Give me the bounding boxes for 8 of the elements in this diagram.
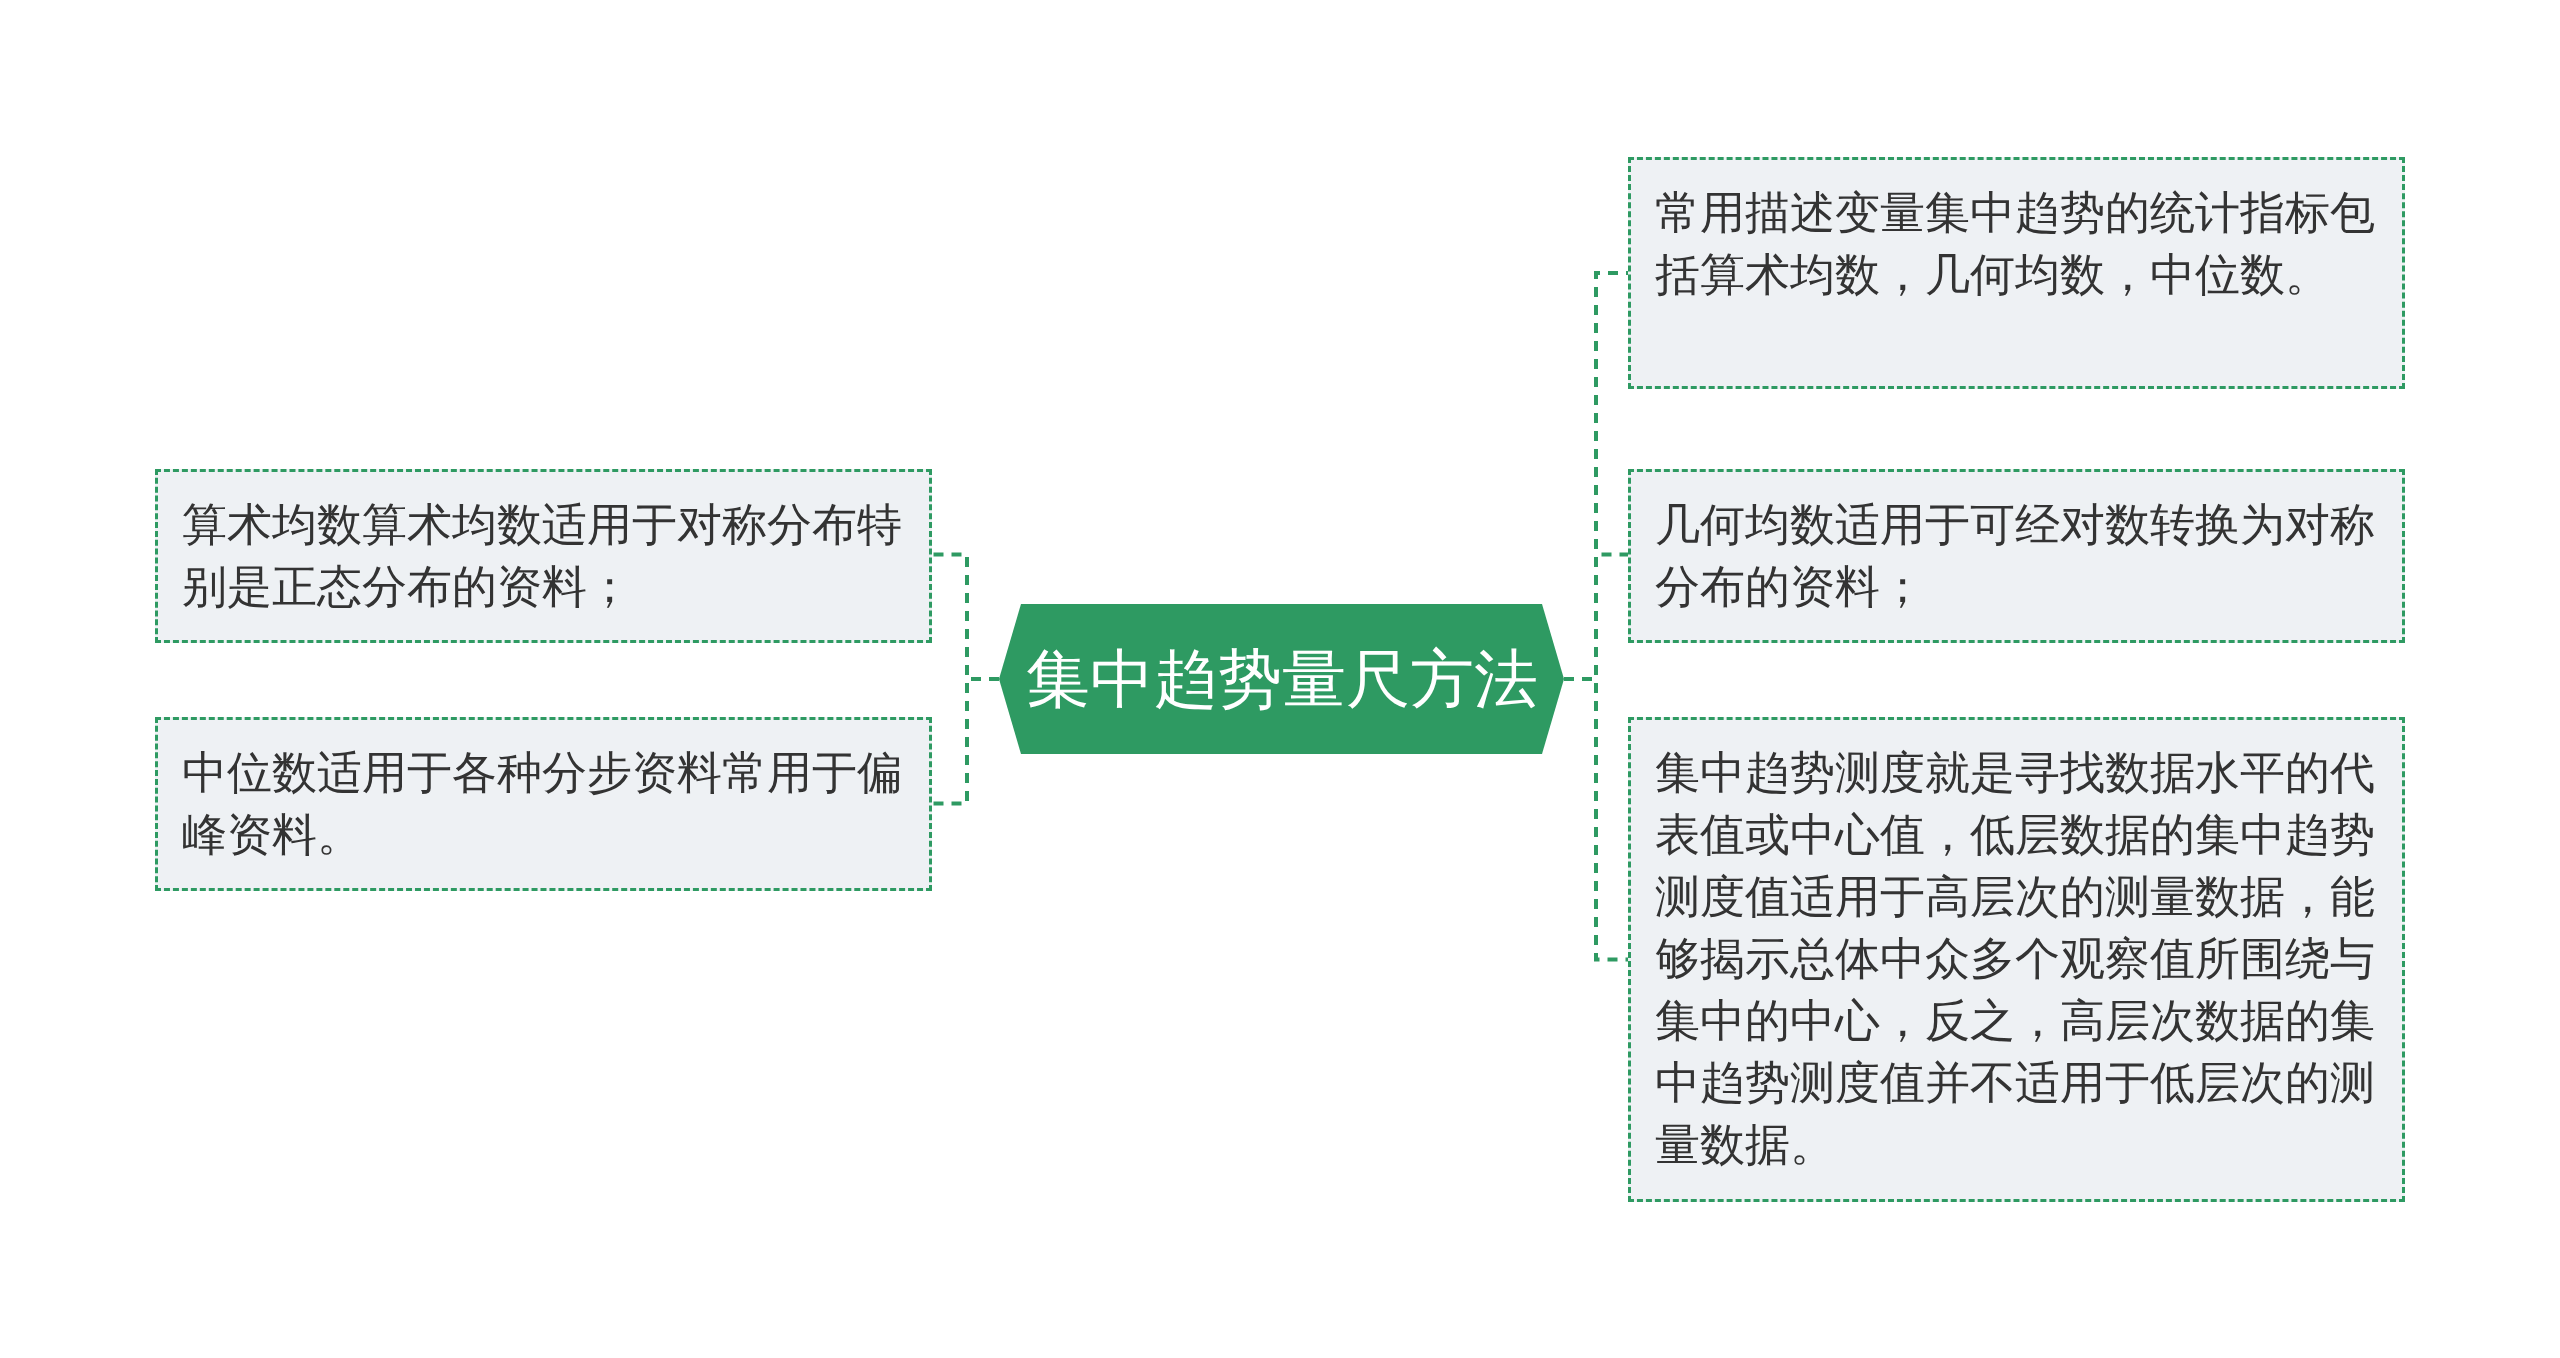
note-box: 中位数适用于各种分步资料常用于偏峰资料。	[155, 717, 932, 891]
note-box: 算术均数算术均数适用于对称分布特别是正态分布的资料；	[155, 469, 932, 643]
note-box: 集中趋势测度就是寻找数据水平的代表值或中心值，低层数据的集中趋势测度值适用于高层次的测量数据，能够揭示总体中众多个观察值所围绕与集中的中心，反之，高层次数据的集中趋势测度值并不适用于低层次的测量数据。	[1628, 717, 2405, 1202]
topic-hexagon: 集中趋势量尺方法	[999, 604, 1564, 754]
note-box: 几何均数适用于可经对数转换为对称分布的资料；	[1628, 469, 2405, 643]
connector-line	[1564, 677, 1628, 962]
connector-line	[932, 677, 999, 806]
note-box: 常用描述变量集中趋势的统计指标包括算术均数，几何均数，中位数。	[1628, 157, 2405, 389]
